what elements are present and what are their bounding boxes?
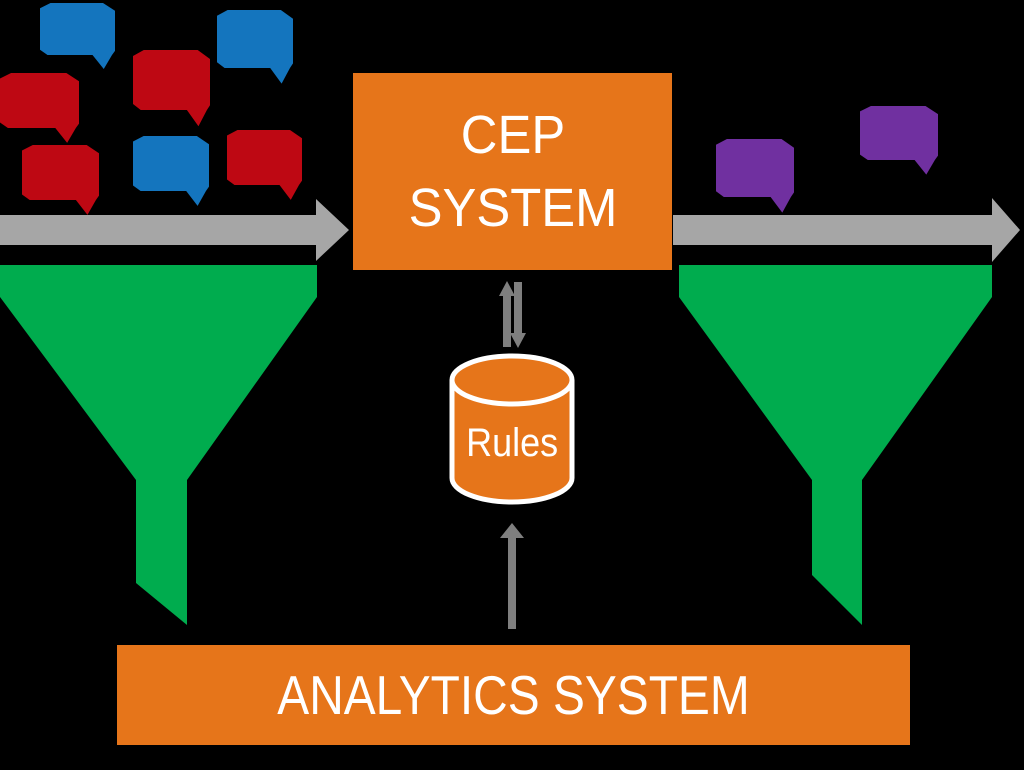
cep-system-label: CEP SYSTEM xyxy=(408,104,617,238)
input-event-bubble-blue-3 xyxy=(133,136,209,206)
analytics-system-label: ANALYTICS SYSTEM xyxy=(277,664,750,726)
output-event-bubble-purple-1 xyxy=(716,139,794,213)
output-event-bubble-purple-2 xyxy=(860,106,938,175)
cep-to-rules-arrow xyxy=(510,282,526,348)
input-event-bubble-red-3 xyxy=(22,145,99,215)
output-filter-funnel-icon xyxy=(679,265,992,625)
rules-label-container: Rules xyxy=(452,420,572,466)
output-stream-arrow xyxy=(673,198,1020,262)
rules-label: Rules xyxy=(465,420,559,465)
cep-system-box: CEP SYSTEM xyxy=(353,73,672,270)
analytics-to-rules-arrow xyxy=(500,523,524,629)
input-event-bubble-red-4 xyxy=(227,130,302,200)
input-event-bubble-blue-1 xyxy=(40,3,115,70)
input-event-bubble-blue-2 xyxy=(217,10,293,84)
input-event-bubble-red-1 xyxy=(133,50,210,127)
input-event-bubble-red-2 xyxy=(0,73,79,143)
rules-store-cylinder xyxy=(449,353,575,505)
input-stream-arrow xyxy=(0,199,349,261)
input-filter-funnel-icon xyxy=(0,265,317,625)
analytics-system-box: ANALYTICS SYSTEM xyxy=(117,645,910,745)
rules-cylinder-top xyxy=(449,353,575,407)
rules-cylinder-body xyxy=(449,380,575,505)
rules-to-cep-arrow xyxy=(499,281,515,347)
